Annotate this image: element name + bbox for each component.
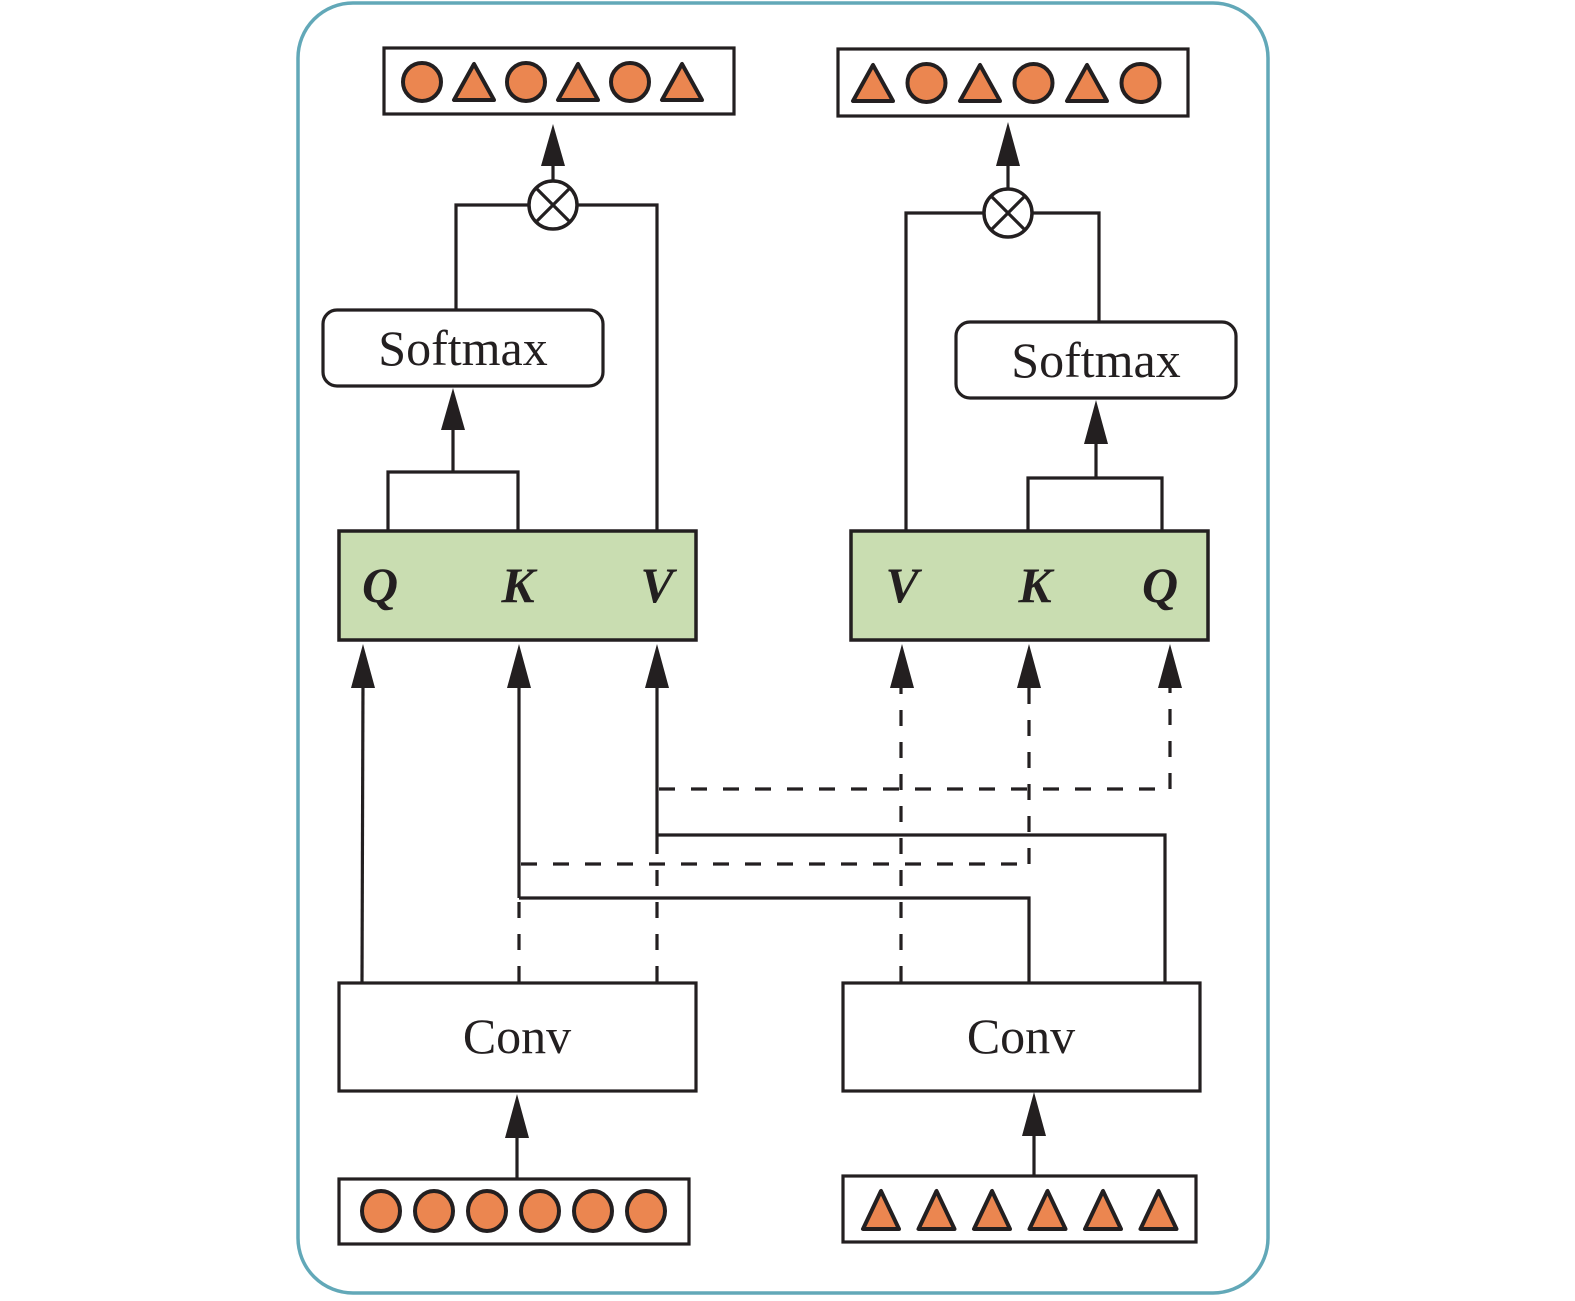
right-q-label: Q: [1142, 557, 1178, 613]
circle-token: [625, 1189, 667, 1233]
circle-token: [609, 61, 651, 103]
circle-token: [572, 1189, 614, 1233]
triangle-token: [1083, 1189, 1123, 1231]
circle-token: [505, 61, 547, 103]
circle-token: [1012, 62, 1055, 104]
left-softmax-box: [321, 308, 605, 388]
left-output-arrowhead: [541, 124, 565, 166]
left-multiply-x-2: [534, 186, 572, 224]
left-qkv-box: [337, 529, 698, 642]
right-softmax-label: Softmax: [1011, 332, 1180, 388]
left-output-tokens: [401, 61, 704, 103]
right-conv-to-left-k: [519, 896, 1031, 982]
left-conv-label: Conv: [463, 1008, 571, 1064]
right-conv-box: [841, 981, 1202, 1093]
triangle-token: [1138, 1189, 1179, 1231]
circle-token: [1119, 62, 1162, 104]
right-output-arrowhead: [996, 122, 1020, 166]
right-branch: Softmax V K Q Conv: [836, 47, 1238, 1244]
left-softmax-arrowhead: [441, 388, 465, 430]
left-v-arrowhead: [645, 644, 669, 688]
left-v-to-multiply: [577, 203, 659, 530]
circle-token: [905, 62, 948, 104]
triangle-token: [1027, 1189, 1068, 1231]
right-output-tokens: [851, 62, 1162, 104]
right-conv-arrowhead: [1022, 1092, 1046, 1136]
circle-token: [360, 1189, 402, 1233]
right-input-strip: [841, 1174, 1198, 1244]
left-v-label: V: [640, 557, 677, 613]
triangle-token: [1065, 63, 1109, 103]
right-v-arrowhead: [890, 644, 914, 688]
right-conv-to-left-v: [657, 833, 1167, 982]
left-k-arrowhead: [507, 644, 531, 688]
triangle-token: [452, 62, 496, 102]
circle-token: [413, 1189, 455, 1233]
right-softmax-arrowhead: [1084, 400, 1108, 444]
circle-token: [401, 61, 443, 103]
left-softmax-to-multiply: [454, 203, 529, 310]
triangle-token: [861, 1189, 901, 1231]
right-softmax-box: [954, 320, 1238, 400]
right-conv-label: Conv: [967, 1008, 1075, 1064]
left-input-tokens: [360, 1189, 667, 1233]
right-kq-merge: [1026, 476, 1164, 530]
left-q-arrowhead: [351, 644, 375, 688]
left-qk-merge: [386, 470, 520, 530]
left-softmax-label: Softmax: [378, 320, 547, 376]
outer-frame: [296, 1, 1270, 1295]
triangle-token: [972, 1189, 1012, 1231]
left-k-label: K: [500, 557, 538, 613]
right-q-arrowhead: [1158, 644, 1182, 688]
left-conv-box: [337, 981, 698, 1093]
right-k-label: K: [1017, 557, 1055, 613]
triangle-token: [958, 63, 1002, 103]
right-input-tokens: [861, 1189, 1179, 1231]
triangle-token: [556, 62, 600, 102]
circle-token: [519, 1189, 561, 1233]
cross-connections: [517, 688, 1172, 982]
circle-token: [466, 1189, 508, 1233]
right-k-arrowhead: [1017, 644, 1041, 688]
left-q-input-line: [360, 679, 365, 983]
right-multiply-x-2: [989, 194, 1027, 232]
left-q-label: Q: [362, 557, 398, 613]
right-qkv-box: [849, 529, 1210, 642]
triangle-token: [660, 62, 704, 102]
left-conv-arrowhead: [505, 1094, 529, 1138]
right-v-to-multiply: [904, 211, 984, 530]
right-v-label: V: [885, 557, 922, 613]
triangle-token: [851, 63, 895, 103]
left-branch: Softmax Q K V Conv: [321, 46, 736, 1246]
triangle-token: [916, 1189, 957, 1231]
right-softmax-to-multiply: [1032, 211, 1101, 322]
